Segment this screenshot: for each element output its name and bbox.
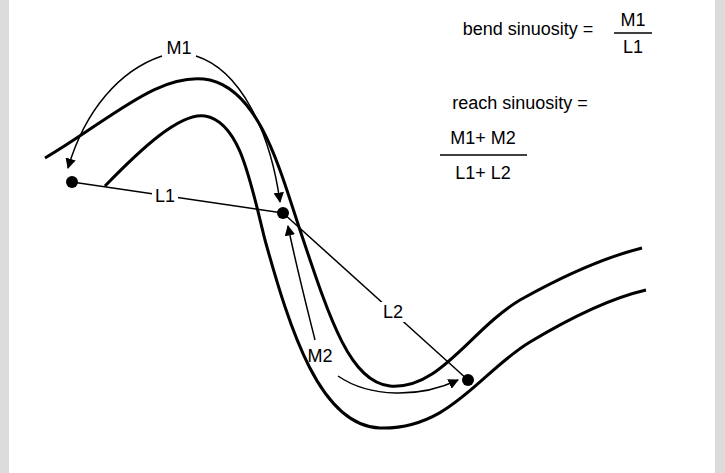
inner-bank	[105, 116, 646, 428]
fraction-bar	[440, 154, 527, 156]
distance-label: L2	[380, 302, 406, 322]
outer-bank	[45, 79, 642, 386]
l1-line	[72, 182, 283, 213]
fraction-bar	[614, 32, 652, 34]
m1-left-arrow	[68, 56, 162, 168]
l2-line	[283, 213, 468, 380]
m1-right-arrow	[196, 56, 280, 202]
denominator: L1+ L2	[452, 163, 514, 183]
distance-label: L1	[152, 186, 178, 206]
m2-right-arrow	[338, 376, 458, 393]
distance-label: M1	[163, 38, 194, 58]
formula-text: bend sinuosity =	[460, 19, 597, 39]
point	[462, 374, 474, 386]
point	[277, 207, 289, 219]
numerator: M1	[617, 10, 648, 30]
distance-label: M2	[304, 346, 335, 366]
formula-text: reach sinuosity =	[449, 93, 591, 113]
denominator: L1	[620, 37, 646, 57]
point	[66, 176, 78, 188]
m2-up-arrow	[288, 226, 315, 340]
white-ground	[9, 0, 715, 473]
numerator: M1+ M2	[447, 128, 519, 148]
